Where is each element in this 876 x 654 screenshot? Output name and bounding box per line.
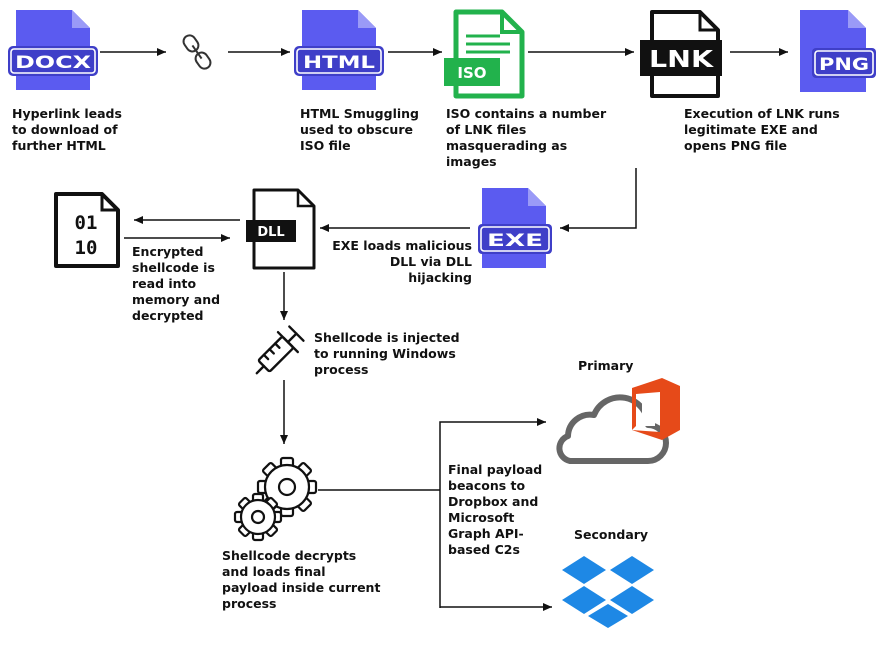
caption-line: memory and [132, 292, 221, 307]
caption-line: process [222, 596, 277, 611]
caption-line: Dropbox and [448, 494, 539, 509]
caption-iso: ISO contains a number of LNK files masqu… [446, 106, 606, 170]
syringe-icon [255, 325, 305, 375]
caption-docx: Hyperlink leads to download of further H… [12, 106, 122, 154]
caption-line: legitimate EXE and [684, 122, 818, 137]
arrow-to-primary [439, 418, 546, 608]
png-file-icon: PNG [800, 10, 876, 92]
connectors [100, 48, 788, 611]
caption-line: HTML Smuggling [300, 106, 419, 121]
caption-binary: Encrypted shellcode is read into memory … [132, 244, 220, 324]
html-file-icon: HTML [294, 10, 384, 90]
office-logo-icon [632, 378, 680, 440]
iso-label: ISO [457, 64, 486, 82]
exe-label: EXE [487, 231, 543, 251]
chain-link-icon [182, 34, 212, 70]
caption-line: Shellcode is injected [314, 330, 460, 345]
caption-exe: EXE loads malicious DLL via DLL hijackin… [332, 238, 472, 286]
caption-lnk: Execution of LNK runs legitimate EXE and… [684, 106, 840, 154]
caption-line: ISO contains a number [446, 106, 607, 121]
caption-line: process [314, 362, 369, 377]
caption-line: DLL via DLL [389, 254, 472, 269]
docx-file-icon: DOCX [8, 10, 98, 90]
caption-line: to download of [12, 122, 118, 137]
cloud-icon [556, 394, 669, 464]
caption-line: Shellcode decrypts [222, 548, 357, 563]
binary-file-icon: 01 10 [54, 192, 120, 268]
caption-line: Microsoft [448, 510, 515, 525]
caption-line: further HTML [12, 138, 106, 153]
caption-line: payload inside current [222, 580, 381, 595]
caption-line: Final payload [448, 462, 543, 477]
caption-line: read into [132, 276, 197, 291]
caption-line: ISO file [300, 138, 351, 153]
caption-line: of LNK files [446, 122, 527, 137]
png-label: PNG [819, 55, 869, 75]
caption-line: and loads final [222, 564, 326, 579]
caption-line: based C2s [448, 542, 520, 557]
arrow-lnk-to-exe [560, 168, 637, 232]
dropbox-logo-icon [562, 556, 654, 628]
caption-line: Execution of LNK runs [684, 106, 840, 121]
secondary-label: Secondary [574, 527, 649, 542]
caption-line: EXE loads malicious [332, 238, 472, 253]
binary-bottom-label: 10 [75, 237, 98, 259]
caption-line: Hyperlink leads [12, 106, 122, 121]
html-label: HTML [303, 53, 375, 73]
caption-line: shellcode is [132, 260, 215, 275]
dll-file-icon: DLL [246, 188, 316, 270]
binary-top-label: 01 [75, 212, 98, 234]
caption-gears: Shellcode decrypts and loads final paylo… [222, 548, 380, 612]
dll-label: DLL [257, 225, 284, 240]
caption-line: images [446, 154, 497, 169]
exe-file-icon: EXE [478, 188, 552, 268]
caption-syringe: Shellcode is injected to running Windows… [314, 330, 460, 378]
iso-file-icon: ISO [444, 9, 525, 99]
gears-icon [233, 456, 318, 542]
caption-line: to running Windows [314, 346, 456, 361]
docx-label: DOCX [15, 53, 91, 73]
caption-line: used to obscure [300, 122, 413, 137]
caption-beacon: Final payload beacons to Dropbox and Mic… [448, 462, 542, 558]
caption-line: masquerading as [446, 138, 568, 153]
caption-line: decrypted [132, 308, 204, 323]
caption-line: Encrypted [132, 244, 204, 259]
caption-line: beacons to [448, 478, 526, 493]
caption-line: opens PNG file [684, 138, 787, 153]
caption-line: hijacking [408, 270, 472, 285]
caption-html: HTML Smuggling used to obscure ISO file [300, 106, 419, 154]
caption-line: Graph API- [448, 526, 524, 541]
primary-label: Primary [578, 358, 634, 373]
lnk-file-icon: LNK [640, 10, 722, 98]
lnk-label: LNK [649, 47, 714, 73]
